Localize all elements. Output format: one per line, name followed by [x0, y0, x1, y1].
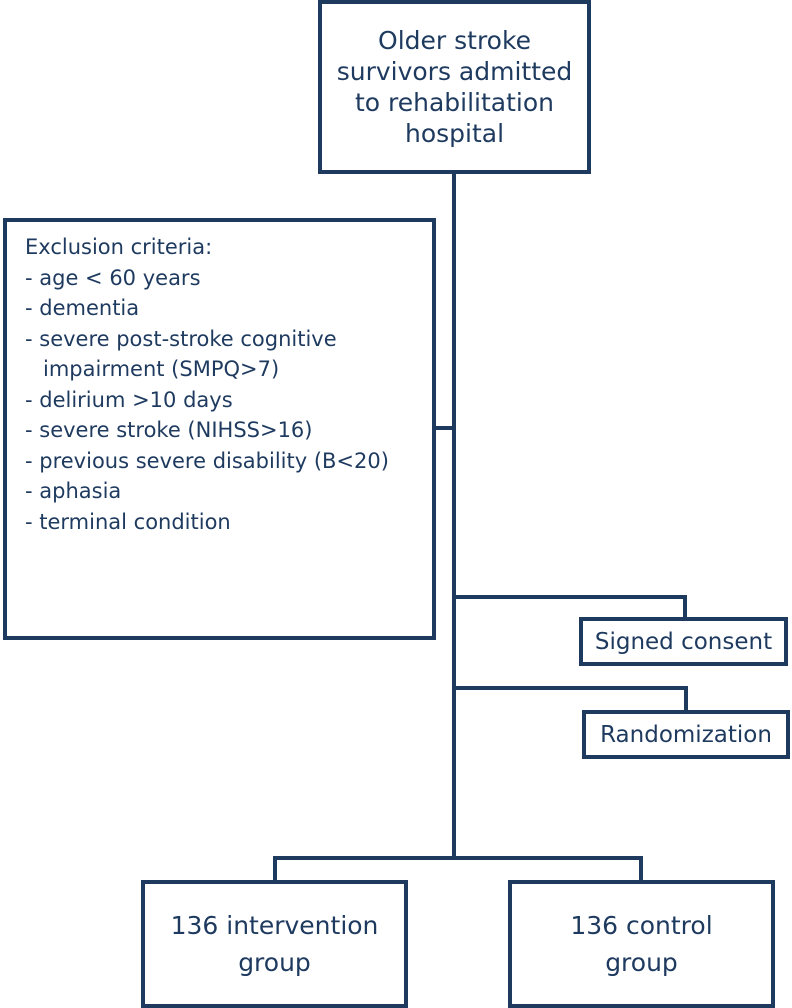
exclusion-item: - aphasia: [25, 479, 122, 503]
exclusion-item: impairment (SMPQ>7): [43, 357, 280, 381]
intervention-group-line: 136 intervention: [170, 911, 379, 940]
top-box-line: Older stroke: [378, 26, 531, 55]
control-group-line: 136 control: [570, 911, 713, 940]
consent-connector-horizontal: [452, 595, 687, 599]
exclusion-connector-line: [436, 426, 454, 430]
intervention-connector-vertical: [273, 856, 277, 882]
consent-connector-vertical: [683, 595, 687, 619]
exclusion-item: - terminal condition: [25, 509, 231, 534]
exclusion-item: - dementia: [25, 296, 140, 320]
randomization-connector-horizontal: [452, 686, 688, 690]
randomization-connector-vertical: [684, 686, 688, 712]
exclusion-item: - severe post-stroke cognitive: [25, 326, 337, 351]
stroke-survivors-box: Older stroke survivors admitted to rehab…: [318, 0, 591, 174]
exclusion-item: - severe stroke (NIHSS>16): [25, 418, 313, 442]
split-horizontal-line: [273, 856, 643, 860]
intervention-group-line: group: [238, 948, 311, 977]
control-connector-vertical: [639, 856, 643, 882]
randomization-box: Randomization: [582, 710, 790, 759]
exclusion-item: - previous severe disability (B<20): [25, 448, 389, 473]
control-group-box: 136 control group: [508, 880, 775, 1008]
top-box-line: hospital: [404, 119, 505, 148]
signed-consent-label: Signed consent: [594, 628, 773, 655]
intervention-group-box: 136 intervention group: [141, 880, 408, 1008]
randomization-label: Randomization: [600, 721, 772, 748]
control-group-line: group: [605, 948, 678, 977]
exclusion-item: - delirium >10 days: [25, 387, 233, 412]
main-vertical-line: [452, 174, 456, 860]
top-box-line: survivors admitted: [336, 57, 573, 86]
exclusion-criteria-title: Exclusion criteria:: [25, 235, 213, 259]
exclusion-criteria-box: Exclusion criteria: - age < 60 years - d…: [3, 218, 436, 640]
signed-consent-box: Signed consent: [579, 617, 788, 666]
top-box-line: to rehabilitation: [354, 88, 555, 117]
exclusion-item: - age < 60 years: [25, 265, 201, 290]
